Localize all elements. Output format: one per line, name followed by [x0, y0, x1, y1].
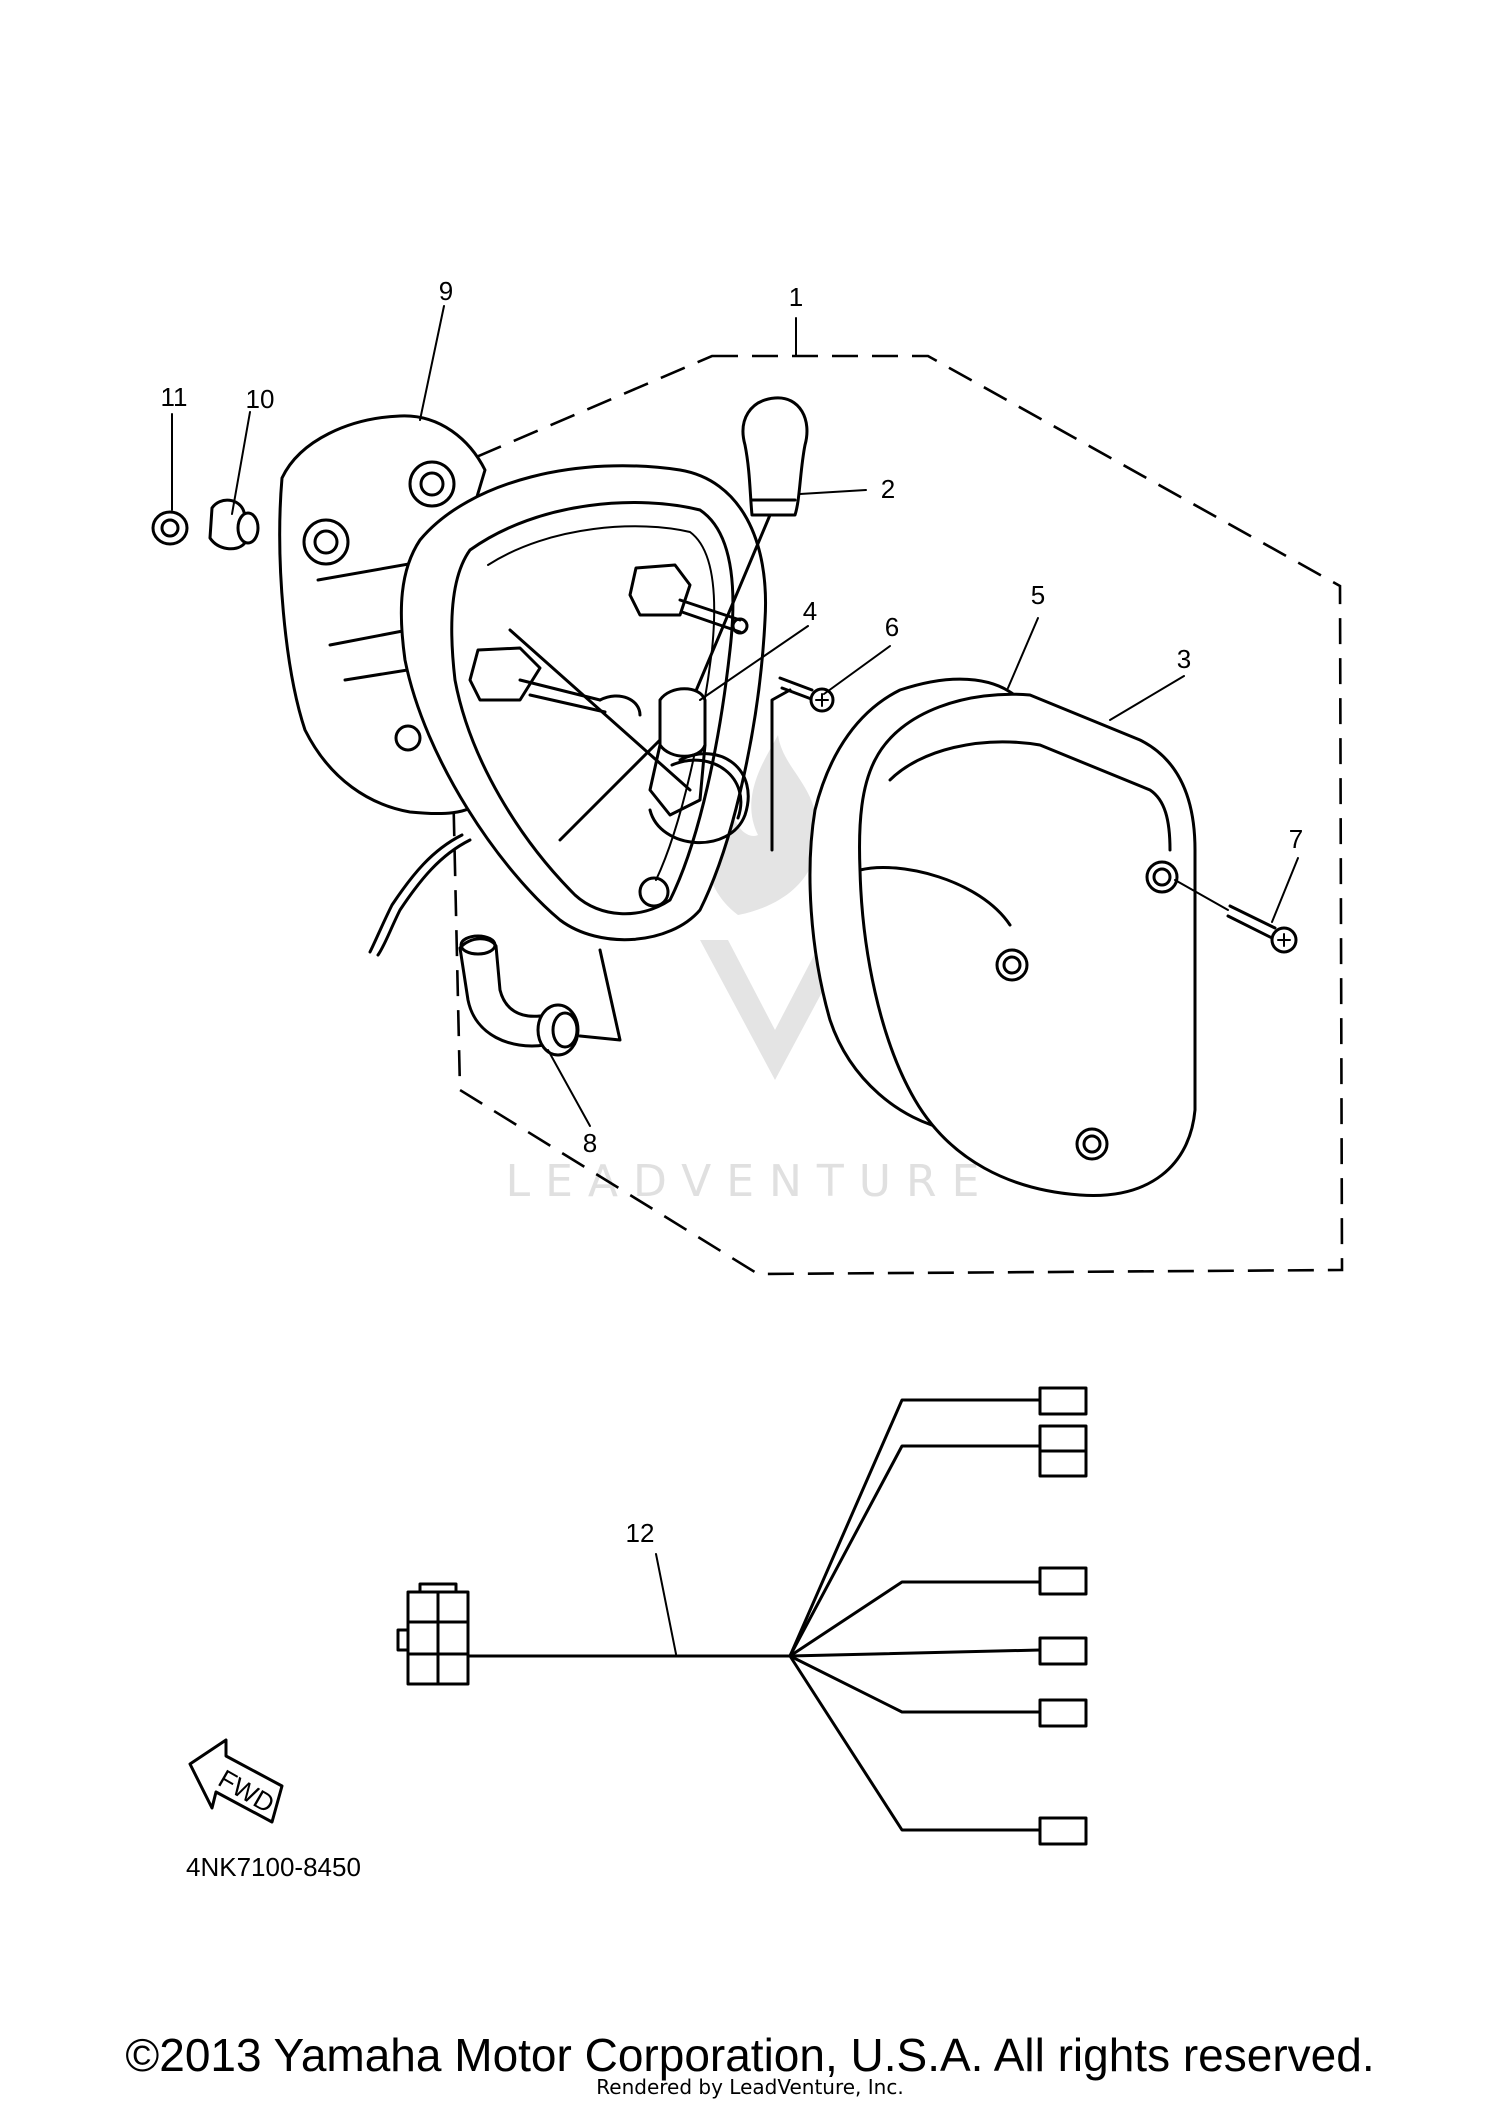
callout-10: 10 — [246, 384, 275, 414]
callout-5: 5 — [1031, 580, 1045, 610]
callout-3: 3 — [1177, 644, 1191, 674]
callout-12: 12 — [626, 1518, 655, 1548]
rendered-by-notice: Rendered by LeadVenture, Inc. — [596, 2075, 904, 2099]
callout-1: 1 — [789, 282, 803, 312]
callout-2: 2 — [881, 474, 895, 504]
callout-7: 7 — [1289, 824, 1303, 854]
tail-light-housing — [399, 464, 768, 942]
copyright-notice: ©2013 Yamaha Motor Corporation, U.S.A. A… — [125, 2029, 1375, 2081]
fwd-arrow-icon: FWD — [188, 1738, 284, 1824]
part-2-bulb — [688, 396, 809, 707]
part-12-wire-harness — [396, 1386, 1088, 1846]
leadventure-watermark: LEADVENTURE — [506, 735, 995, 1207]
callout-11: 11 — [161, 382, 188, 412]
part-3-lens — [858, 692, 1197, 1197]
part-11-nut — [151, 510, 189, 546]
part-8-grommet — [458, 934, 622, 1057]
callout-6: 6 — [885, 612, 899, 642]
callout-4: 4 — [803, 596, 817, 626]
callout-8: 8 — [583, 1128, 597, 1158]
part-4-socket — [648, 687, 750, 845]
part-7-screw — [1174, 879, 1298, 954]
watermark-text: LEADVENTURE — [506, 1156, 995, 1207]
drawing-code: 4NK7100-8450 — [186, 1852, 361, 1882]
part-10-collar — [208, 498, 260, 551]
callout-9: 9 — [439, 276, 453, 306]
part-6-screw — [770, 676, 835, 852]
cable — [376, 838, 472, 957]
callout-leaders — [171, 305, 1299, 1655]
